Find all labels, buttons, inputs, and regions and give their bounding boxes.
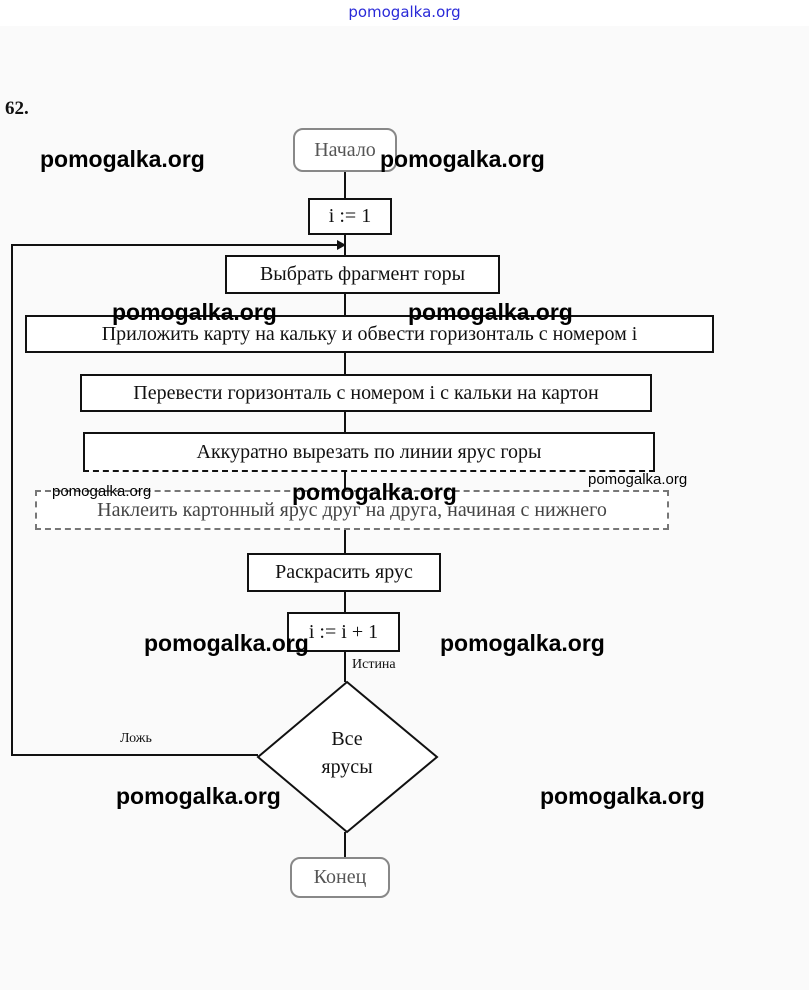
watermark: pomogalka.org	[116, 783, 281, 809]
watermark: pomogalka.org	[588, 471, 688, 488]
watermark: pomogalka.org	[380, 146, 545, 172]
false-label: Ложь	[120, 731, 152, 746]
increment-block: i := i + 1	[287, 612, 400, 652]
step-transfer-contour: Перевести горизонталь с номером i с каль…	[80, 374, 652, 412]
condition-text: Все ярусы	[297, 725, 397, 781]
watermark: pomogalka.org	[112, 299, 277, 325]
watermark: pomogalka.org	[540, 783, 705, 809]
step-cut-tier: Аккуратно вырезать по линии ярус горы	[83, 432, 655, 472]
site-banner: pomogalka.org	[0, 0, 809, 26]
loop-back-connector	[11, 244, 340, 756]
watermark: pomogalka.org	[52, 483, 152, 500]
step-select-fragment: Выбрать фрагмент горы	[225, 255, 500, 294]
site-link[interactable]: pomogalka.org	[348, 3, 461, 21]
task-number: 62.	[5, 98, 29, 119]
arrow-head-icon	[337, 240, 346, 250]
watermark: pomogalka.org	[408, 299, 573, 325]
watermark: pomogalka.org	[292, 479, 457, 505]
init-block: i := 1	[308, 198, 392, 235]
true-label: Истина	[352, 657, 396, 672]
watermark: pomogalka.org	[144, 630, 309, 656]
condition-line: ярусы	[321, 756, 373, 778]
step-paint-tier: Раскрасить ярус	[247, 553, 441, 592]
condition-line: Все	[331, 728, 363, 750]
watermark: pomogalka.org	[440, 630, 605, 656]
condition-diamond	[256, 680, 439, 834]
step-glue-tiers: Наклеить картонный ярус друг на друга, н…	[35, 490, 669, 530]
step-trace-contour: Приложить карту на кальку и обвести гори…	[25, 315, 714, 353]
end-terminal: Конец	[290, 857, 390, 898]
start-terminal: Начало	[293, 128, 397, 172]
watermark: pomogalka.org	[40, 146, 205, 172]
